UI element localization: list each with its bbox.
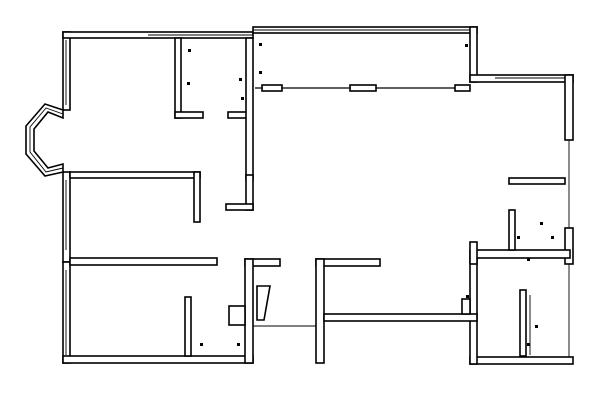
- point-marker: [241, 97, 244, 100]
- wall-bedroom1-south: [69, 171, 201, 179]
- point-marker: [527, 258, 530, 261]
- point-marker: [259, 71, 262, 74]
- wall-west-middle: [62, 171, 71, 263]
- point-marker: [466, 295, 469, 298]
- fixture-toilet: [461, 298, 471, 315]
- wall-room-right-top: [469, 249, 571, 259]
- wall-kitchen-south: [323, 313, 478, 322]
- point-markers: [187, 43, 554, 346]
- wall-east-center: [469, 26, 478, 83]
- point-marker: [540, 222, 543, 225]
- wall-kitchen-top: [315, 258, 381, 267]
- point-marker: [187, 82, 190, 85]
- wall-bedroom1-east: [193, 171, 201, 223]
- sliding-door: [255, 84, 471, 92]
- wall-bath-stub: [184, 296, 192, 357]
- wall-east-bottom: [469, 257, 478, 365]
- point-marker: [465, 44, 468, 47]
- point-marker: [527, 343, 530, 346]
- point-marker: [239, 78, 242, 81]
- point-marker: [200, 343, 203, 346]
- bay-window-frame: [25, 103, 64, 177]
- fixture-wedge: [256, 285, 271, 321]
- point-marker: [535, 325, 538, 328]
- wall-right-room-inner: [519, 289, 527, 357]
- wall-east-right-upper: [564, 74, 574, 141]
- point-marker: [517, 236, 520, 239]
- fixture-box: [228, 305, 246, 326]
- point-marker: [551, 236, 554, 239]
- point-marker: [188, 49, 191, 52]
- point-marker: [237, 343, 240, 346]
- sliding-door-panel-2: [349, 84, 377, 92]
- wall-room-right-stub: [469, 241, 478, 265]
- wall-south-left: [62, 355, 254, 364]
- wall-south-right: [469, 356, 574, 365]
- wall-west-lower: [62, 261, 71, 364]
- bay-window: [25, 103, 64, 177]
- wall-closet-bottom: [174, 111, 204, 119]
- wall-east-room-partition: [508, 177, 566, 185]
- wall-east-room-stub: [508, 209, 516, 251]
- wall-stub-1: [227, 111, 249, 119]
- bay-window-glazing: [29, 107, 64, 173]
- sliding-door-panel-3: [454, 84, 471, 92]
- point-marker: [259, 43, 262, 46]
- wall-bedroom2-south: [69, 257, 218, 266]
- wall-bath-left: [244, 258, 254, 364]
- sliding-door-panel-1: [261, 84, 283, 92]
- interior-walls: [69, 37, 571, 364]
- wall-north-right: [469, 74, 574, 83]
- windows: [65, 29, 570, 357]
- wall-closet-left: [174, 37, 182, 119]
- wall-kitchen-left: [315, 258, 325, 364]
- wall-corridor-left: [245, 37, 254, 181]
- wall-west-upper: [62, 31, 71, 111]
- fixtures: [228, 285, 531, 355]
- wall-door-jamb-1: [225, 203, 254, 211]
